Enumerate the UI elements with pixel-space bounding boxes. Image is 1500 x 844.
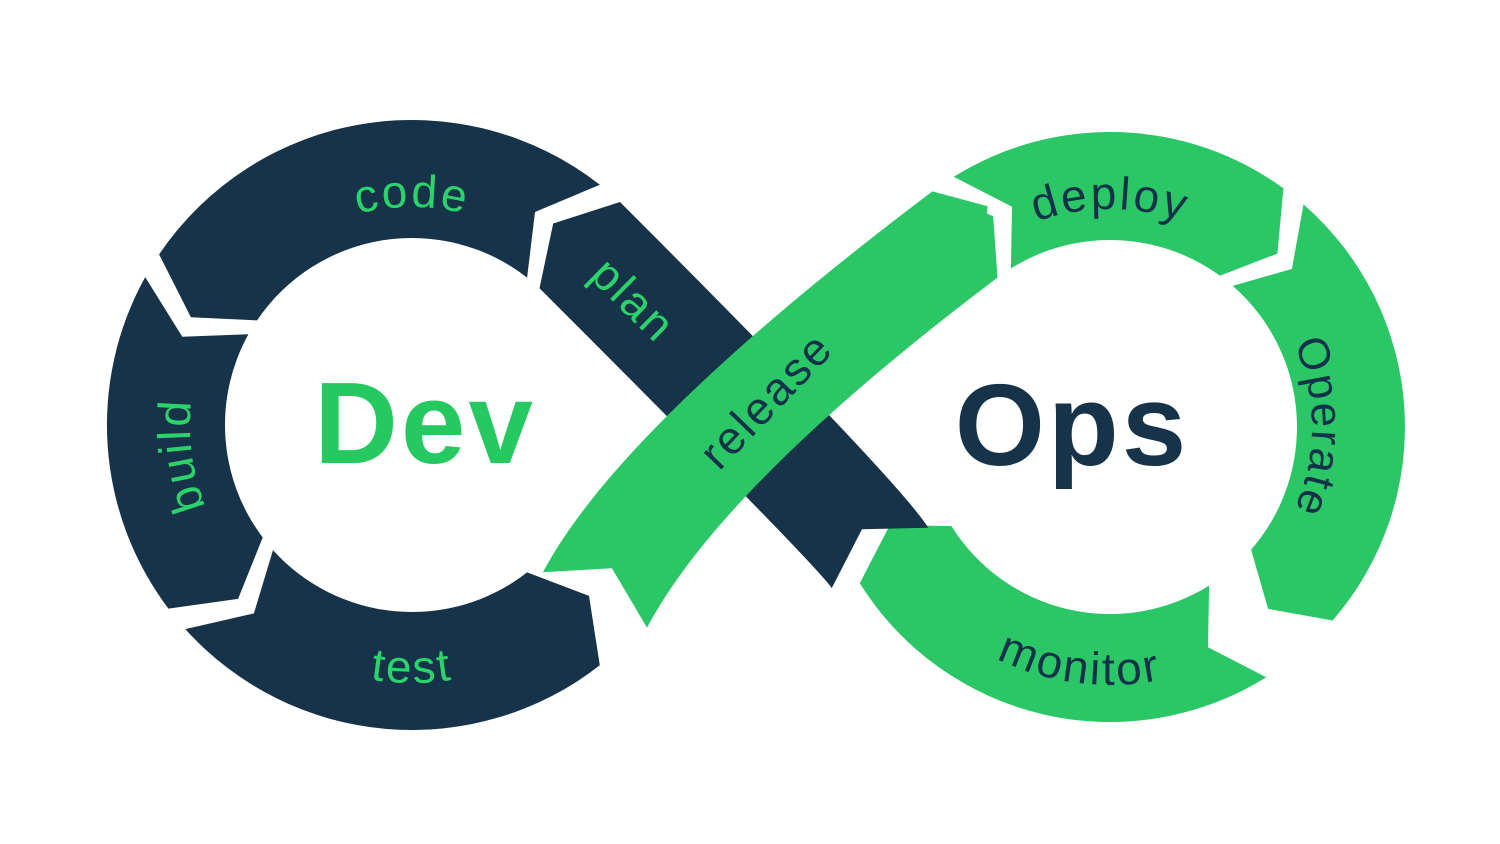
dev-segment-code bbox=[159, 119, 600, 321]
ops-segment-operate bbox=[1232, 204, 1405, 621]
ops-segment-deploy bbox=[953, 131, 1284, 276]
ops-center-label: Ops bbox=[955, 360, 1190, 490]
release-band bbox=[542, 191, 998, 628]
stage-label-test: test bbox=[369, 638, 456, 693]
dev-center-label: Dev bbox=[314, 358, 536, 488]
dev-segment-build bbox=[106, 277, 263, 609]
dev-segment-test bbox=[185, 550, 600, 731]
ops-segment-monitor bbox=[859, 525, 1267, 723]
